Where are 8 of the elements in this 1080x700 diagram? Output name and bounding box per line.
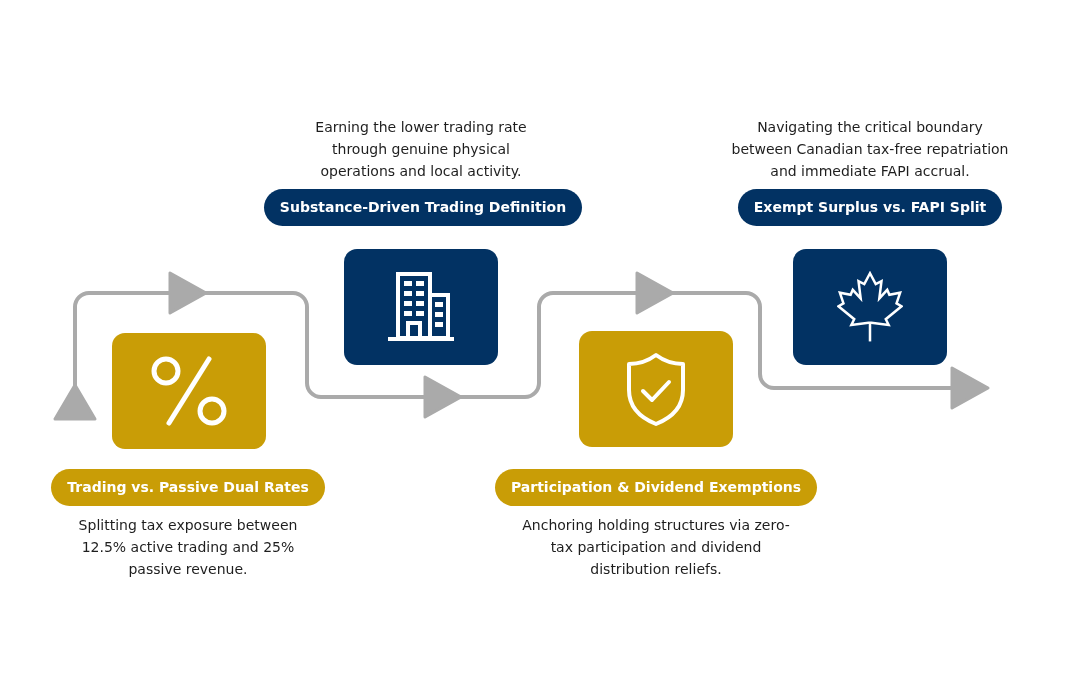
step-title-pill: Exempt Surplus vs. FAPI Split	[737, 189, 1003, 226]
step-description: Navigating the critical boundary between Canadian tax-free repatriation and immediate FAPI accrual.	[730, 118, 1010, 181]
step-description: Splitting tax exposure between 12.5% active trading and 25% passive revenue.	[77, 516, 299, 579]
step-title-pill: Participation & Dividend Exemptions	[494, 469, 818, 506]
step-title-pill: Substance-Driven Trading Definition	[263, 189, 583, 226]
step-description: Earning the lower trading rate through genuine physical operations and local activity.	[314, 118, 528, 181]
step-title-pill: Trading vs. Passive Dual Rates	[51, 469, 325, 506]
step-description: Anchoring holding structures via zero-tax participation and dividend distribution reliefs.	[521, 516, 791, 579]
